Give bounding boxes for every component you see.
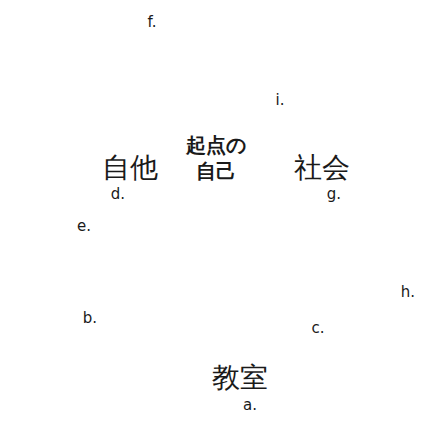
figure-limb — [208, 218, 216, 229]
cycle-arrow — [175, 357, 205, 393]
figure-limb — [204, 209, 228, 210]
cycle-arrow — [297, 270, 387, 318]
callout-letter: a. — [243, 397, 257, 414]
person-figure — [202, 193, 230, 231]
cycle-arrow — [260, 150, 290, 186]
figure-joint — [202, 208, 206, 212]
figure-limb — [216, 218, 224, 229]
cycle-arrow — [173, 74, 257, 107]
region-fill — [0, 0, 278, 392]
figure-limb — [215, 205, 216, 218]
figure-head — [210, 193, 222, 205]
callout-letter: b. — [83, 310, 97, 327]
region-fill — [13, 292, 427, 444]
figure-joint — [222, 227, 226, 231]
region-outline — [13, 292, 427, 444]
region-outline — [0, 0, 278, 392]
figure-joint — [226, 208, 230, 212]
region-fill — [155, 0, 433, 392]
callout-letter: c. — [311, 320, 324, 337]
callout-letter: f. — [148, 14, 157, 31]
region-title: 社会 — [294, 149, 350, 187]
dashed-line — [62, 214, 212, 302]
region-title: 自他 — [102, 149, 158, 187]
region-outline — [155, 0, 433, 392]
callout-letter: h. — [401, 284, 415, 301]
figure-joint — [206, 227, 210, 231]
cycle-arrow — [70, 150, 100, 186]
cycle-arrow — [174, 17, 261, 66]
callout-letter: e. — [77, 218, 91, 235]
dashed-line — [220, 214, 372, 302]
callout-letter: d. — [111, 186, 125, 203]
callout-letter: i. — [276, 92, 285, 109]
center-label: 起点の 自己 — [183, 132, 249, 184]
cycle-arrow — [329, 330, 392, 366]
region-title: 教室 — [212, 359, 268, 397]
callout-letter: g. — [327, 186, 341, 203]
cycle-arrow — [30, 278, 70, 338]
cycle-arrow — [39, 242, 126, 310]
region-ellipse: 教室 — [13, 292, 427, 444]
